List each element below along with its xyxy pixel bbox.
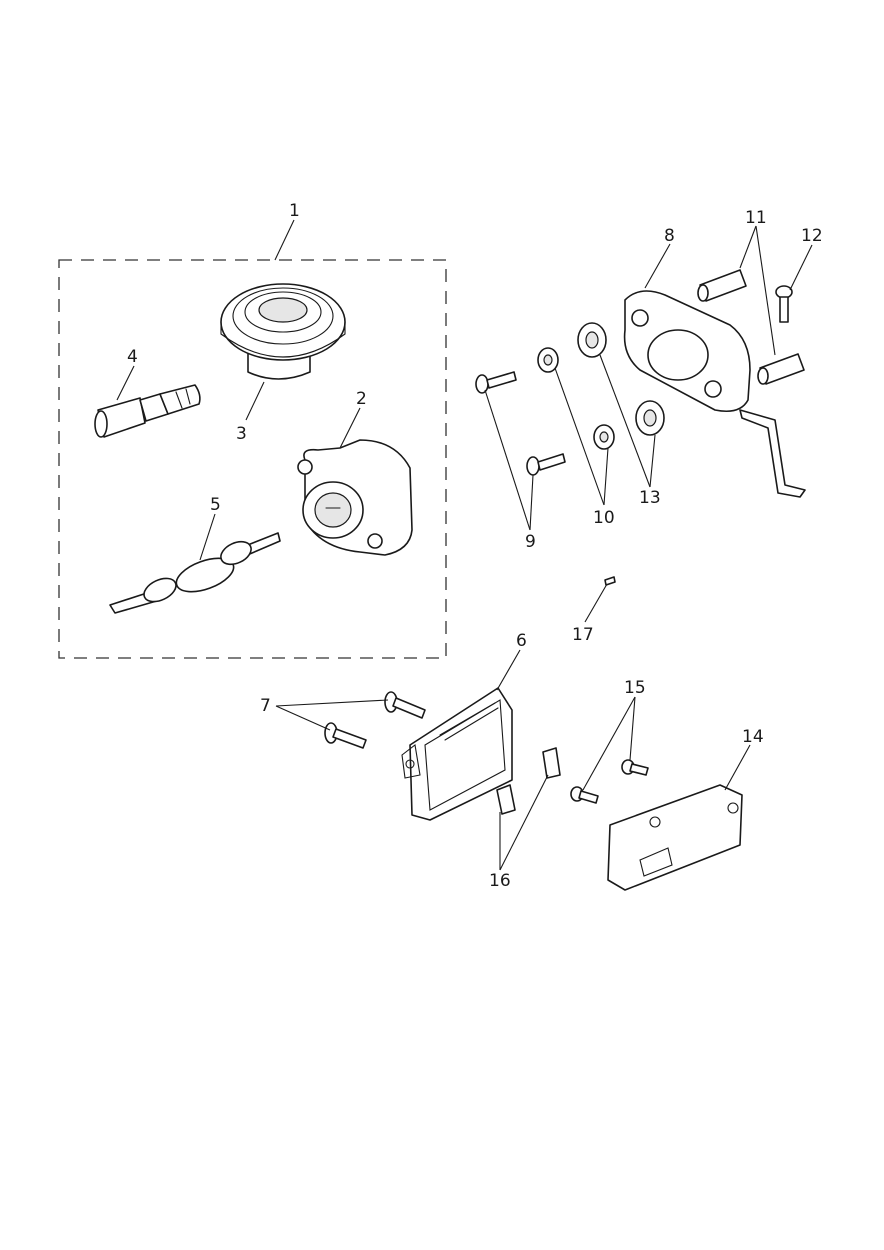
part-10-washers	[537, 347, 615, 450]
callout-labels: 1 2 3 4 5 6 7 8 9 10 11 12 13 14 15 16 1…	[127, 201, 823, 891]
part-6-module	[401, 687, 513, 821]
callout-16: 16	[489, 871, 511, 891]
callout-1: 1	[289, 201, 300, 221]
part-14-plate	[607, 784, 743, 891]
callout-12: 12	[801, 226, 823, 246]
part-17-screw	[604, 576, 616, 586]
part-16-clip-nuts	[496, 747, 561, 815]
callout-11: 11	[745, 208, 767, 228]
callout-4: 4	[127, 347, 138, 367]
kit-boundary	[58, 259, 447, 659]
callout-14: 14	[742, 727, 764, 747]
callout-10: 10	[593, 508, 615, 528]
part-2-lock-body	[297, 439, 413, 556]
part-4-connector	[94, 384, 201, 438]
part-12-bolt	[775, 285, 793, 323]
callout-7: 7	[260, 696, 271, 716]
callout-2: 2	[356, 389, 367, 409]
part-3-lock-barrel-cap	[220, 283, 346, 380]
callout-13: 13	[639, 488, 661, 508]
part-11-spacers	[697, 269, 805, 385]
part-13-grommets	[577, 322, 665, 436]
callout-3: 3	[236, 424, 247, 444]
callout-15: 15	[624, 678, 646, 698]
callout-5: 5	[210, 495, 221, 515]
callout-17: 17	[572, 625, 594, 645]
callout-9: 9	[525, 532, 536, 552]
part-7-screws	[324, 691, 426, 749]
callout-6: 6	[516, 631, 527, 651]
part-15-screws	[570, 759, 649, 804]
part-8-bracket	[623, 290, 806, 498]
callout-8: 8	[664, 226, 675, 246]
part-5-keys	[109, 532, 281, 614]
part-9-bolts	[475, 371, 566, 476]
leader-lines	[116, 219, 813, 871]
